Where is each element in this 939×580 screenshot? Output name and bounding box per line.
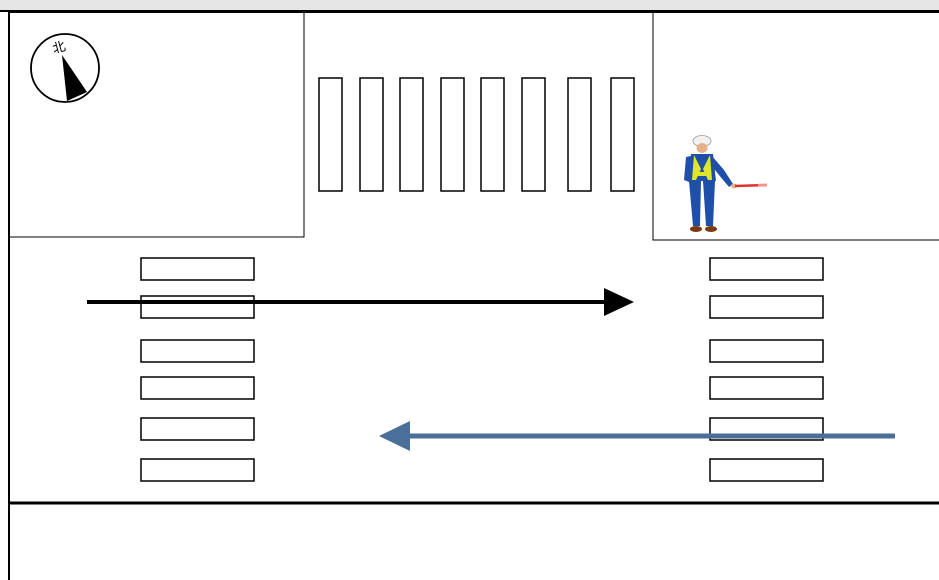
north-arrow-icon: 北 bbox=[30, 33, 100, 103]
crosswalk-stripe bbox=[610, 77, 635, 192]
crosswalk-stripe bbox=[440, 77, 465, 192]
crosswalk-stripe bbox=[709, 295, 824, 319]
crosswalk-stripe bbox=[140, 339, 255, 363]
block-northeast bbox=[652, 11, 939, 241]
crosswalk-stripe bbox=[140, 458, 255, 482]
crosswalk-stripe bbox=[318, 77, 343, 192]
crosswalk-east bbox=[709, 257, 824, 482]
crosswalk-stripe bbox=[521, 77, 546, 192]
block-northwest bbox=[10, 11, 305, 238]
crosswalk-stripe bbox=[567, 77, 592, 192]
crosswalk-stripe bbox=[140, 295, 255, 319]
crosswalk-stripe bbox=[709, 257, 824, 281]
crosswalk-north bbox=[318, 77, 635, 192]
crosswalk-stripe bbox=[399, 77, 424, 192]
north-label: 北 bbox=[51, 39, 67, 57]
crosswalk-stripe bbox=[709, 376, 824, 400]
crosswalk-stripe bbox=[709, 458, 824, 482]
crosswalk-stripe bbox=[709, 339, 824, 363]
arrow-eastbound bbox=[87, 288, 634, 316]
arrow-westbound bbox=[379, 421, 895, 451]
crosswalk-stripe bbox=[140, 376, 255, 400]
traffic-guard-icon bbox=[684, 135, 768, 232]
crosswalk-stripe bbox=[359, 77, 384, 192]
crosswalk-stripe bbox=[480, 77, 505, 192]
crosswalk-stripe bbox=[140, 417, 255, 441]
crosswalk-west bbox=[140, 257, 255, 482]
crosswalk-stripe bbox=[140, 257, 255, 281]
